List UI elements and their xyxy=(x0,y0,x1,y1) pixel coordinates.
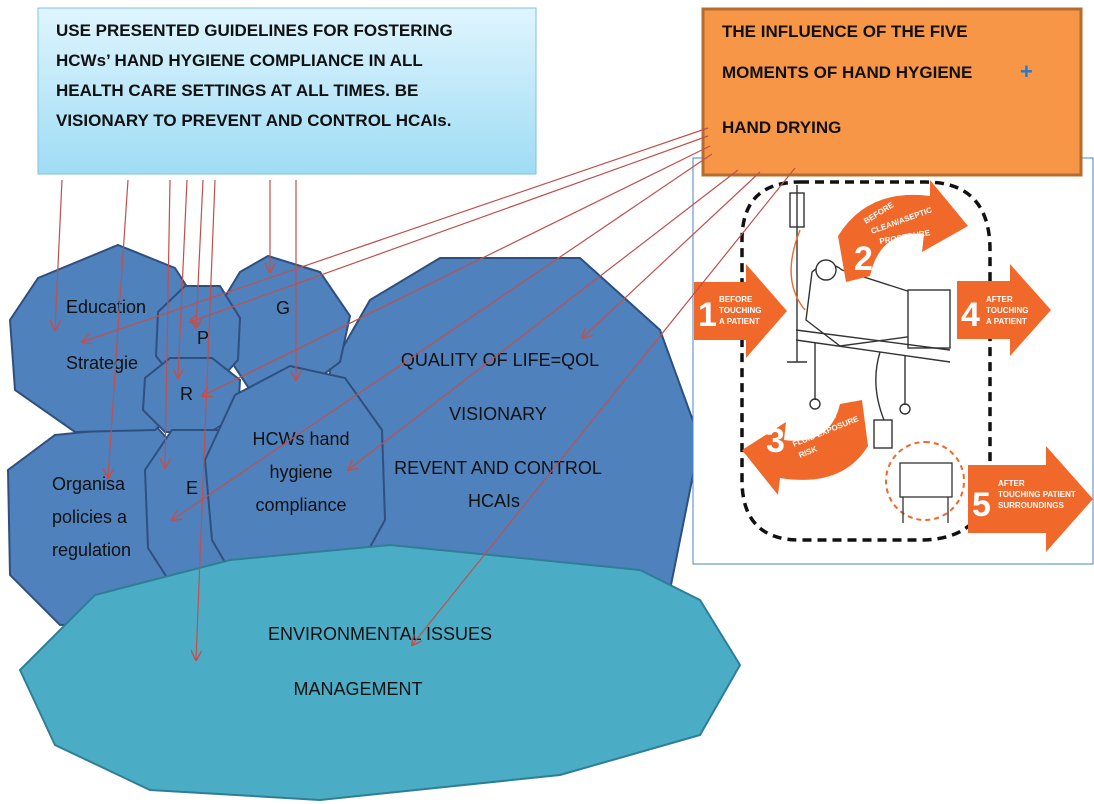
education-label: Education xyxy=(66,297,146,317)
arrow-guideline-e xyxy=(165,179,171,468)
moment-1-arrow: 1 BEFORE TOUCHING A PATIENT xyxy=(694,264,787,358)
organisation-label-1: Organisa xyxy=(52,474,126,494)
influence-line-3: HAND DRYING xyxy=(722,118,841,137)
moment-1-line-2: TOUCHING xyxy=(719,306,762,315)
e-label: E xyxy=(186,478,198,498)
g-label: G xyxy=(276,298,290,318)
environment-label-2: MANAGEMENT xyxy=(293,679,422,699)
arrow-guideline-organisation xyxy=(108,179,129,478)
influence-box: THE INFLUENCE OF THE FIVE MOMENTS OF HAN… xyxy=(701,7,1083,177)
arrow-influence-qol xyxy=(582,171,761,338)
guideline-line-4: VISIONARY TO PREVENT AND CONTROL HCAIs. xyxy=(56,111,451,130)
moment-1-line-1: BEFORE xyxy=(719,295,753,304)
moment-4-line-1: AFTER xyxy=(986,295,1013,304)
organisation-label-2: policies a xyxy=(52,507,128,527)
strategies-label: Strategie xyxy=(66,353,138,373)
arrow-guideline-education xyxy=(55,179,63,330)
environment-label-1: ENVIRONMENTAL ISSUES xyxy=(268,624,492,644)
arrow-guideline-r xyxy=(178,179,188,378)
r-label: R xyxy=(180,384,193,404)
moment-1-line-3: A PATIENT xyxy=(719,317,760,326)
guideline-line-1: USE PRESENTED GUIDELINES FOR FOSTERING xyxy=(56,21,453,40)
arrow-influence-p xyxy=(190,135,709,322)
moment-5-line-1: AFTER xyxy=(998,479,1025,488)
moment-2-number: 2 xyxy=(854,240,873,278)
five-moments-panel: 1 BEFORE TOUCHING A PATIENT 2 BEFORE CLE… xyxy=(692,157,1094,565)
hcw-label-1: HCWs hand xyxy=(252,429,349,449)
qol-label-3: REVENT AND CONTROL xyxy=(394,458,602,478)
arrow-influence-organisation xyxy=(172,153,713,520)
plus-sign: + xyxy=(1020,59,1033,84)
moment-4-line-2: TOUCHING xyxy=(986,306,1029,315)
influence-line-2: MOMENTS OF HAND HYGIENE xyxy=(722,63,972,82)
arrow-influence-hcw xyxy=(348,169,739,470)
guideline-box: USE PRESENTED GUIDELINES FOR FOSTERING H… xyxy=(37,7,537,175)
moment-5-number: 5 xyxy=(972,486,991,524)
guideline-line-2: HCWs’ HAND HYGIENE COMPLIANCE IN ALL xyxy=(56,51,423,70)
hcw-label-3: compliance xyxy=(255,495,346,515)
influence-line-1: THE INFLUENCE OF THE FIVE xyxy=(722,22,968,41)
arrow-influence-strategies xyxy=(82,127,709,342)
arrow-guideline-p xyxy=(196,179,204,328)
concept-cluster: Education Strategie P G R Organisa polic… xyxy=(6,243,742,802)
connector-arrows xyxy=(55,127,796,660)
organisation-label-3: regulation xyxy=(52,540,131,560)
moment-4-arrow: 4 AFTER TOUCHING A PATIENT xyxy=(957,264,1051,356)
environment-shape xyxy=(18,543,742,802)
qol-label-2: VISIONARY xyxy=(449,404,547,424)
patient-surroundings-icon xyxy=(885,441,965,523)
moment-5-arrow: 5 AFTER TOUCHING PATIENT SURROUNDINGS xyxy=(968,446,1093,552)
moment-5-line-3: SURROUNDINGS xyxy=(998,501,1064,510)
arrow-influence-r xyxy=(202,145,711,396)
qol-label-1: QUALITY OF LIFE=QOL xyxy=(401,350,599,370)
moment-2-arrow: 2 BEFORE CLEAN/ASEPTIC PROCEDURE xyxy=(838,180,968,282)
patient-zone-dashed xyxy=(740,180,992,542)
moment-4-line-3: A PATIENT xyxy=(986,317,1027,326)
moment-3-number: 3 xyxy=(766,422,785,460)
p-label: P xyxy=(197,328,209,348)
moment-1-number: 1 xyxy=(698,296,717,334)
moment-4-number: 4 xyxy=(961,296,980,334)
moment-5-line-2: TOUCHING PATIENT xyxy=(998,490,1076,499)
arrow-guideline-environment xyxy=(196,179,216,660)
guideline-line-3: HEALTH CARE SETTINGS AT ALL TIMES. BE xyxy=(56,81,418,100)
qol-label-4: HCAIs xyxy=(468,491,520,511)
arrow-influence-environment xyxy=(412,167,796,645)
hospital-bed-icon xyxy=(787,185,951,449)
hcw-label-2: hygiene xyxy=(269,462,332,482)
